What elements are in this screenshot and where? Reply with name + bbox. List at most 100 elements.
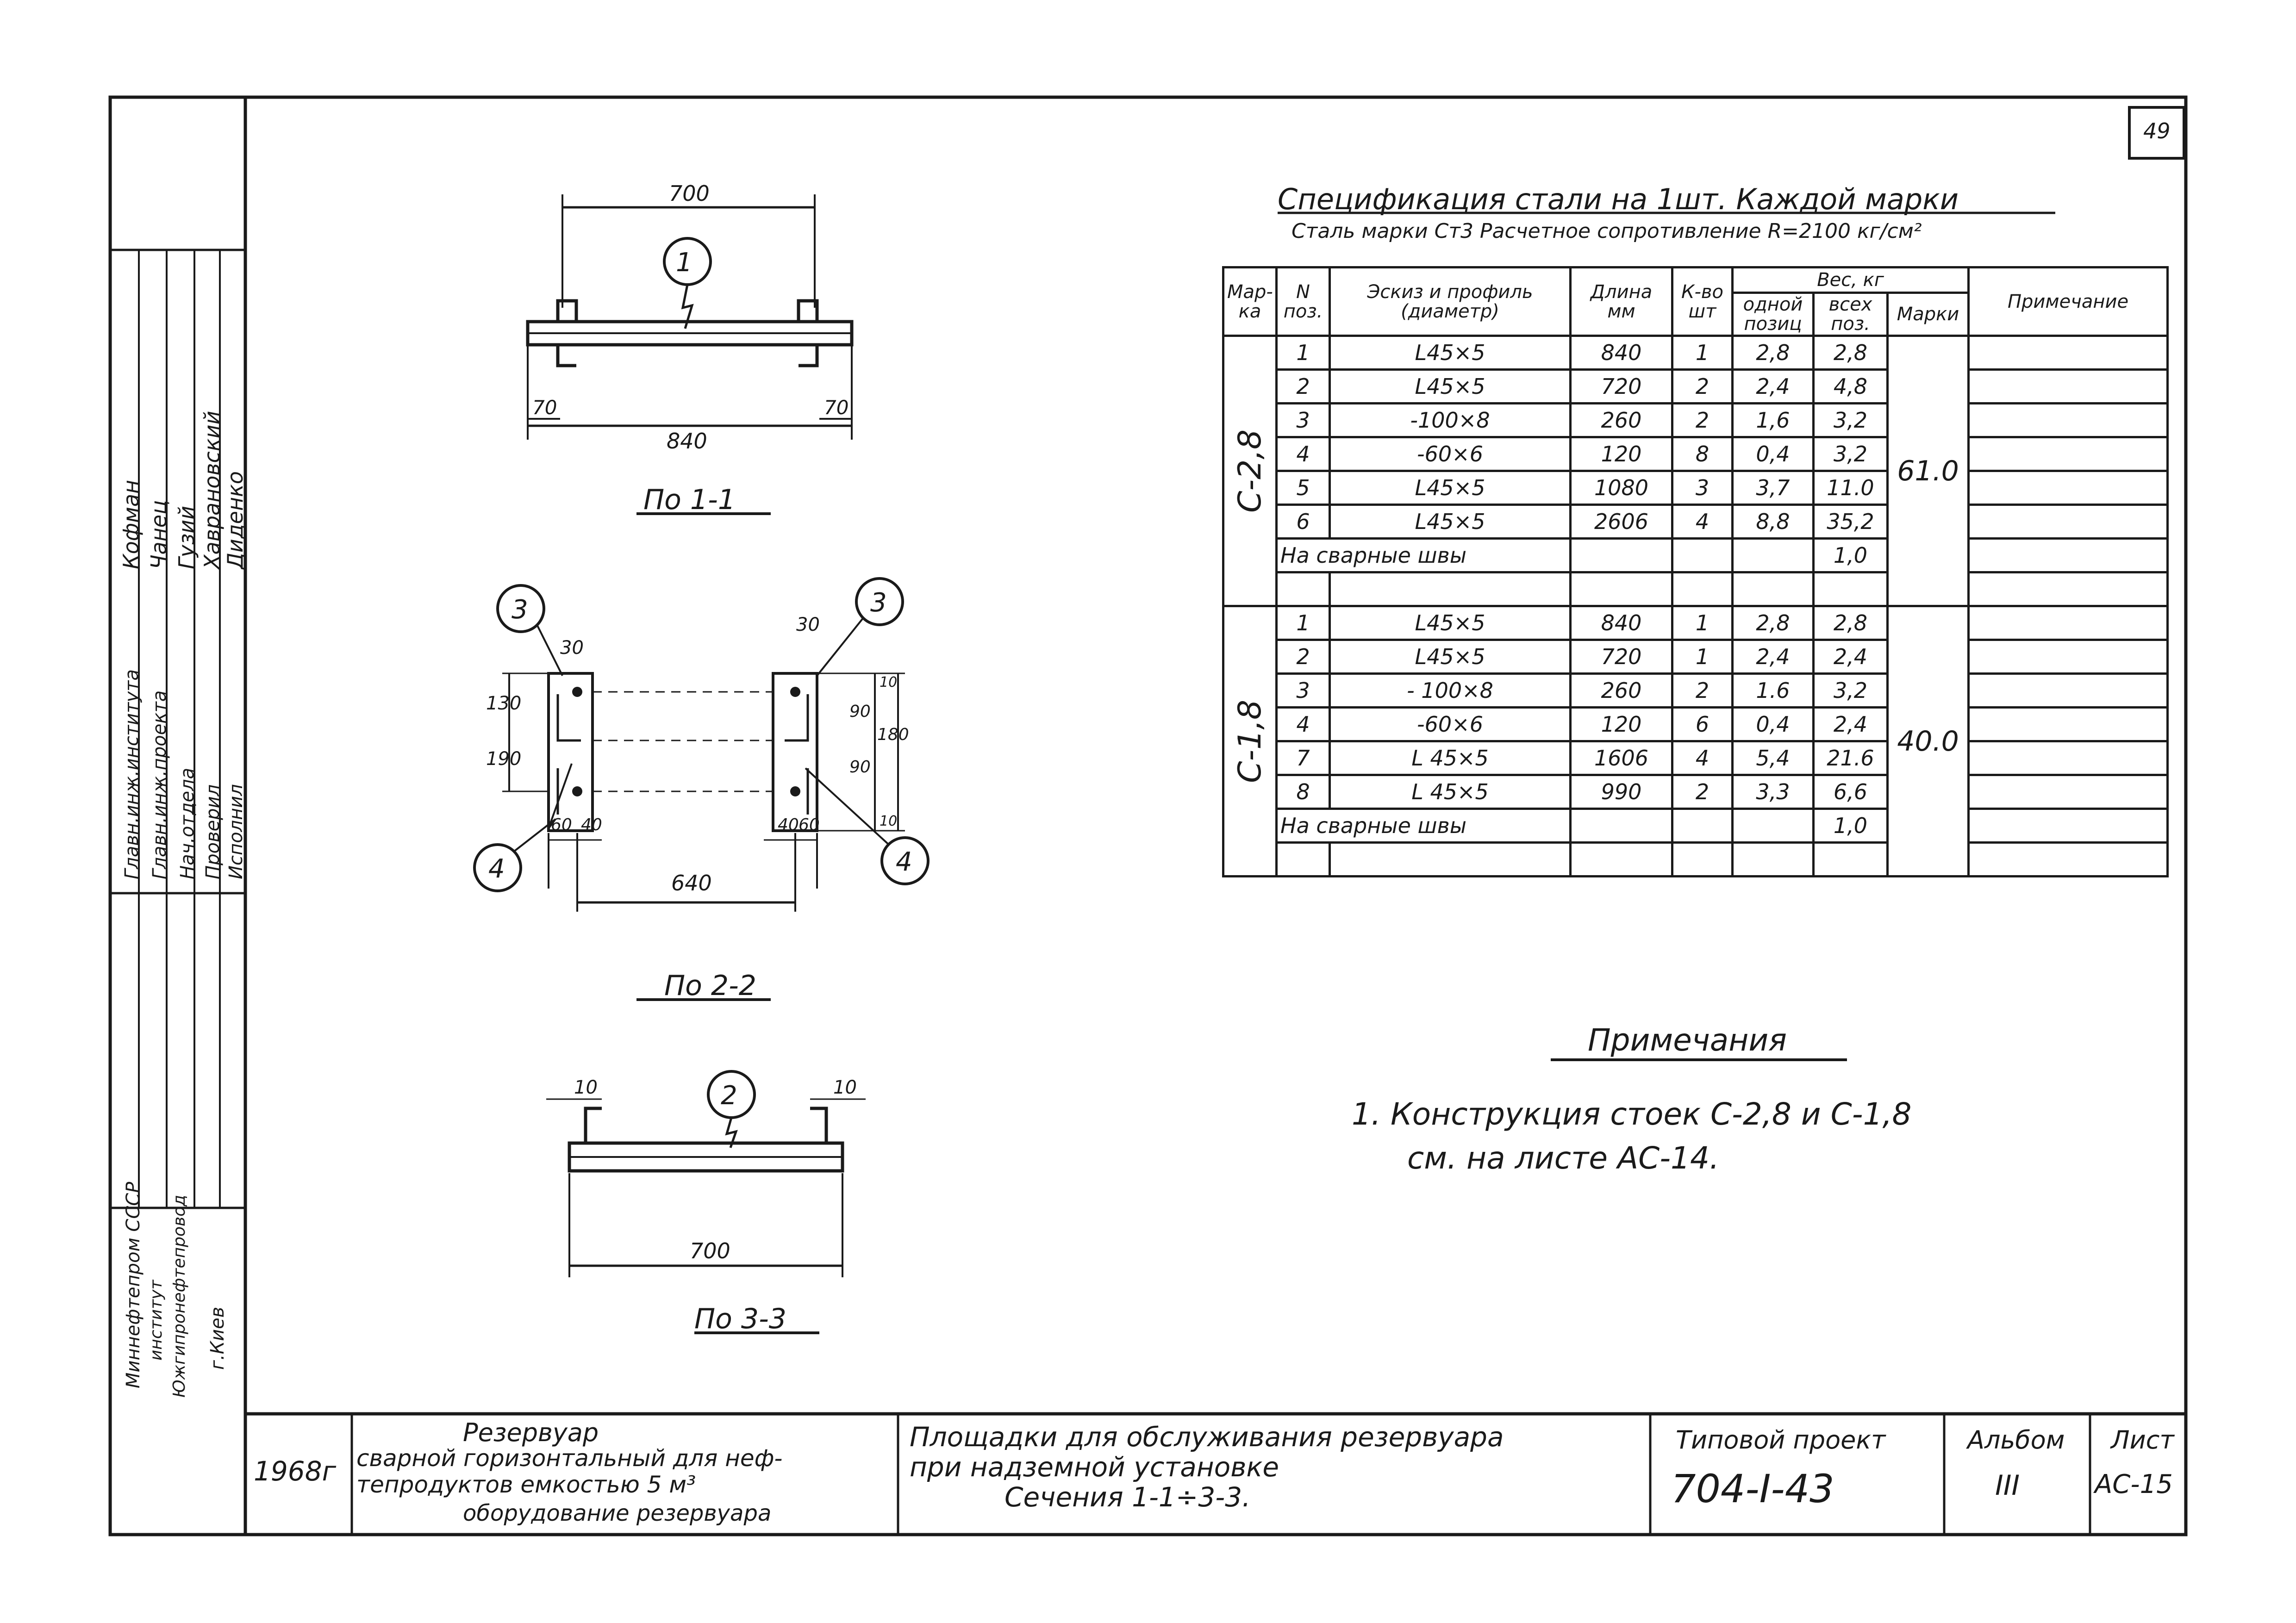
tb-album-value: III	[1995, 1469, 2020, 1502]
spec-subtitle: Сталь марки Ст3 Расчетное сопротивление …	[1292, 219, 1922, 243]
s2-dim-40-right: 40	[778, 815, 799, 834]
s2-dim-10-bottom: 10	[880, 813, 898, 829]
role-chief-engineer-institute: Главн.инж.института	[121, 669, 143, 879]
welds-value: 1,0	[1812, 808, 1889, 844]
s2-dim-60-right: 60	[799, 815, 820, 834]
s3-dim-10-right: 10	[833, 1077, 857, 1098]
table-row: 6 L45×5 2606 4 8,8 35,2	[1223, 504, 2169, 540]
group-mark: С-1,8	[1223, 606, 1277, 877]
col-pos-header: N поз.	[1275, 266, 1331, 337]
name-guziy: Гузий	[174, 505, 199, 569]
tb-object-line-2: сварной горизонтальный для неф-	[356, 1445, 783, 1472]
s2-callout-3-left: 3	[512, 595, 528, 625]
table-row: 7 L 45×5 1606 4 5,4 21.6	[1223, 740, 2169, 776]
table-row: 4 -60×6 120 6 0,4 2,4	[1223, 706, 2169, 742]
s3-dim-10-left: 10	[574, 1077, 598, 1098]
table-row	[1223, 571, 2169, 607]
s2-dim-90-top: 90	[849, 702, 871, 721]
section-1-1	[526, 194, 854, 515]
sheet-number-frame	[2128, 106, 2185, 160]
s2-callout-4-right: 4	[896, 847, 912, 877]
s2-callout-4-left: 4	[488, 854, 505, 884]
outer-frame	[108, 95, 2188, 1536]
tb-sheet-label: Лист	[2111, 1425, 2174, 1455]
s2-callout-3-right: 3	[870, 588, 887, 618]
org-name: Южгипронефтепровод	[170, 1194, 189, 1398]
name-chanets: Чанец	[146, 500, 171, 569]
table-row: 8 L 45×5 990 2 3,3 6,6	[1223, 774, 2169, 810]
table-row: 2 L45×5 720 2 2,4 4,8	[1223, 368, 2169, 404]
table-row: 3 - 100×8 260 2 1.6 3,2	[1223, 672, 2169, 709]
tb-album-label: Альбом	[1967, 1425, 2065, 1455]
role-checked: Проверил	[202, 784, 224, 879]
table-row: 3 -100×8 260 2 1,6 3,2	[1223, 402, 2169, 438]
col-all-pos-header: всех поз.	[1812, 292, 1889, 337]
s1-callout: 1	[676, 248, 693, 278]
notes-line-1: 1. Конструкция стоек С-2,8 и С-1,8	[1352, 1096, 1912, 1132]
sheet-number-badge: 49	[2143, 118, 2171, 143]
col-weight-group-header: Вес, кг	[1731, 266, 1970, 294]
tb-year: 1968г	[254, 1455, 337, 1487]
table-row: 2 L45×5 720 1 2,4 2,4	[1223, 639, 2169, 675]
role-performed: Исполнил	[225, 784, 247, 879]
name-didenko: Диденко	[223, 471, 248, 569]
s2-dim-190: 190	[486, 748, 522, 770]
welds-value: 1,0	[1812, 537, 1889, 573]
group-mark: С-2,8	[1223, 336, 1277, 606]
table-row: 4 -60×6 120 8 0,4 3,2	[1223, 436, 2169, 472]
col-sketch-header: Эскиз и профиль (диаметр)	[1329, 266, 1572, 337]
col-per-mark-header: Марки	[1886, 292, 1970, 337]
s1-bottom-dim: 840	[667, 429, 707, 454]
group-mass: 61.0	[1886, 335, 1970, 607]
s3-callout: 2	[721, 1081, 737, 1111]
s2-caption: По 2-2	[664, 970, 756, 1002]
s2-dim-90-bottom: 90	[849, 758, 871, 777]
section-3-3	[546, 1070, 866, 1334]
table-row	[1223, 841, 2169, 877]
welds-label: На сварные швы	[1275, 808, 1572, 844]
spec-table: Мар-ка N поз. Эскиз и профиль (диаметр) …	[1222, 266, 2169, 877]
col-one-pos-header: одной позиц	[1731, 292, 1815, 337]
tb-object-line-4: оборудование резервуара	[463, 1500, 772, 1526]
org-ministry: Миннефтепром СССР	[123, 1181, 144, 1388]
table-row: На сварные швы 1,0	[1223, 537, 2169, 573]
notes-title: Примечания	[1588, 1022, 1787, 1058]
tb-project-label: Типовой проект	[1676, 1425, 1886, 1455]
s3-caption: По 3-3	[694, 1303, 786, 1335]
s2-dim-180: 180	[877, 725, 909, 744]
table-row: С-1,8 1 L45×5 840 1 2,8 2,8 40.0	[1223, 605, 2169, 877]
tb-sheet-title-line-1: Площадки для обслуживания резервуара	[910, 1421, 1504, 1453]
col-mark-header: Мар-ка	[1222, 266, 1278, 337]
s1-caption: По 1-1	[643, 484, 736, 516]
role-chief-engineer-project: Главн.инж.проекта	[149, 690, 170, 879]
tb-sheet-title-line-3: Сечения 1-1÷3-3.	[1004, 1481, 1251, 1513]
welds-label: На сварные швы	[1275, 537, 1572, 573]
spec-title: Спецификация стали на 1шт. Каждой марки	[1278, 182, 1959, 216]
name-khavranovsky: Хаврановский	[200, 410, 225, 569]
col-qty-header: К-во шт	[1671, 266, 1734, 337]
tb-project-code: 704-I-43	[1671, 1466, 1834, 1511]
tb-object-line-3: тепродуктов емкостью 5 м³	[356, 1471, 696, 1498]
s2-dim-130: 130	[486, 693, 522, 714]
role-department-head: Нач.отдела	[177, 767, 198, 879]
org-institute: институт	[147, 1280, 166, 1361]
name-kofman: Кофман	[119, 479, 144, 569]
s1-right-dim: 70	[824, 396, 849, 419]
table-row: 5 L45×5 1080 3 3,7 11.0	[1223, 470, 2169, 506]
col-length-header: Длина мм	[1569, 266, 1673, 337]
section-2-2	[473, 577, 930, 1001]
table-row: С-2,8 1 L45×5 840 1 2,8 2,8 61.0	[1223, 335, 2169, 607]
org-city: г.Киев	[207, 1306, 228, 1370]
tb-object-line-1: Резервуар	[463, 1418, 599, 1447]
s1-left-dim: 70	[532, 396, 557, 419]
col-note-header: Примечание	[1967, 266, 2169, 337]
tb-sheet-value: АС-15	[2095, 1469, 2173, 1499]
s2-dim-40-left: 40	[581, 815, 602, 834]
s3-bottom-dim: 700	[690, 1238, 730, 1263]
s2-dim-30-right: 30	[796, 614, 820, 635]
group-mass: 40.0	[1886, 605, 1970, 877]
s2-dim-60-left: 60	[551, 815, 572, 834]
s2-dim-30-left: 30	[560, 637, 584, 659]
tb-sheet-title-line-2: при надземной установке	[910, 1451, 1279, 1483]
